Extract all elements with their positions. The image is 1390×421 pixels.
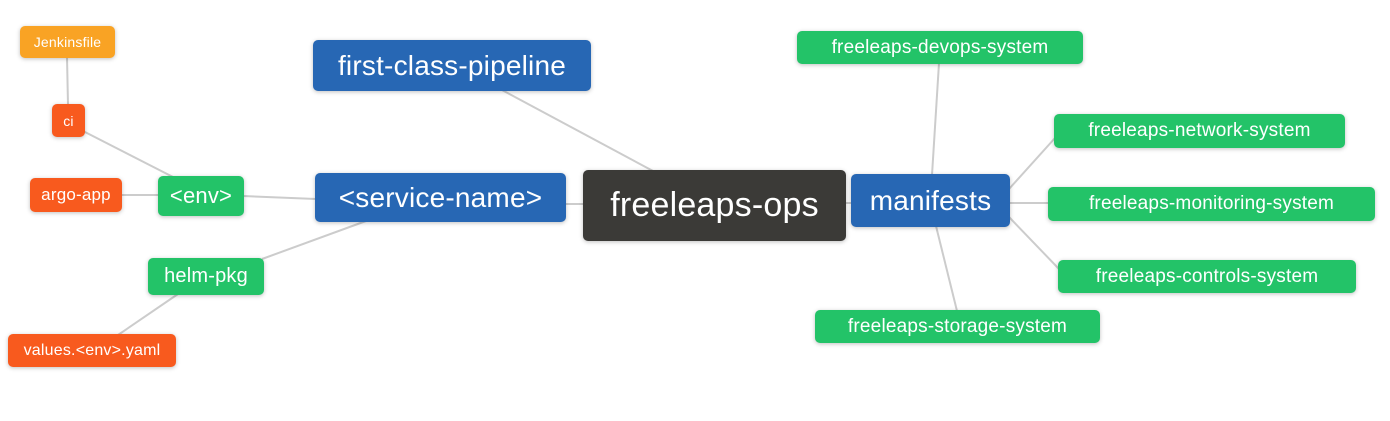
- node-freeleaps-monitoring-system[interactable]: freeleaps-monitoring-system: [1048, 187, 1375, 221]
- node-freeleaps-network-system[interactable]: freeleaps-network-system: [1054, 114, 1345, 148]
- node-jenkinsfile[interactable]: Jenkinsfile: [20, 26, 115, 58]
- edge-first-class-pipeline-freeleaps-ops: [501, 89, 654, 172]
- node-freeleaps-storage-system[interactable]: freeleaps-storage-system: [815, 310, 1100, 343]
- node-freeleaps-ops-root[interactable]: freeleaps-ops: [583, 170, 846, 241]
- edge-manifests-controls-system: [1008, 216, 1060, 270]
- node-ci[interactable]: ci: [52, 104, 85, 137]
- node-helm-pkg[interactable]: helm-pkg: [148, 258, 264, 295]
- node-argo-app[interactable]: argo-app: [30, 178, 122, 212]
- edge-manifests-storage-system: [935, 225, 958, 312]
- node-env[interactable]: <env>: [158, 176, 244, 216]
- edge-env-service-name: [242, 195, 317, 200]
- node-first-class-pipeline[interactable]: first-class-pipeline: [313, 40, 591, 91]
- edge-helm-pkg-values-yaml: [117, 293, 179, 336]
- node-values-env-yaml[interactable]: values.<env>.yaml: [8, 334, 176, 367]
- node-service-name[interactable]: <service-name>: [315, 173, 566, 222]
- edge-ci-env: [82, 130, 174, 178]
- node-freeleaps-devops-system[interactable]: freeleaps-devops-system: [797, 31, 1083, 64]
- edge-devops-system-manifests: [931, 62, 940, 176]
- node-manifests[interactable]: manifests: [851, 174, 1010, 227]
- node-freeleaps-controls-system[interactable]: freeleaps-controls-system: [1058, 260, 1356, 293]
- edge-manifests-network-system: [1008, 137, 1056, 190]
- edge-service-name-helm-pkg: [261, 220, 367, 260]
- edge-jenkinsfile-ci: [66, 56, 69, 106]
